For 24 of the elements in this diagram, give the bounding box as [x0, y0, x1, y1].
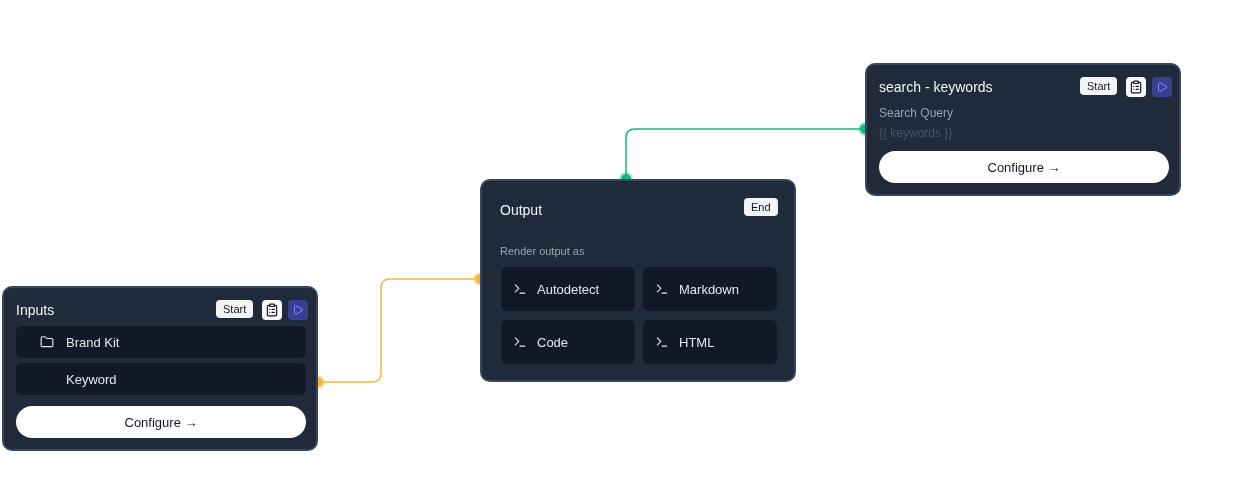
option-row [501, 267, 635, 311]
node-title: Inputs [16, 302, 55, 318]
option-label: Brand Kit [66, 334, 120, 350]
configure-button: Configure → [16, 406, 306, 438]
configure-button: Configure → [879, 151, 1169, 183]
node-title: Output [500, 202, 543, 218]
option-row [16, 326, 306, 358]
node-card [2, 286, 318, 451]
node-card [480, 179, 796, 382]
node-title: search - keywords [879, 79, 993, 95]
option-label: Code [537, 334, 569, 350]
field-label: Render output as [500, 245, 585, 257]
field-label: Search Query [879, 106, 954, 120]
option-label: Autodetect [537, 281, 600, 297]
option-label: Markdown [679, 281, 739, 297]
option-label: Keyword [66, 371, 117, 387]
option-label: HTML [679, 334, 715, 350]
option-row [643, 267, 777, 311]
node-card [865, 63, 1181, 196]
status-badge: Start [216, 300, 254, 318]
status-badge: Start [1080, 77, 1118, 95]
status-badge: End [744, 198, 778, 216]
option-row [501, 320, 635, 364]
option-row [643, 320, 777, 364]
